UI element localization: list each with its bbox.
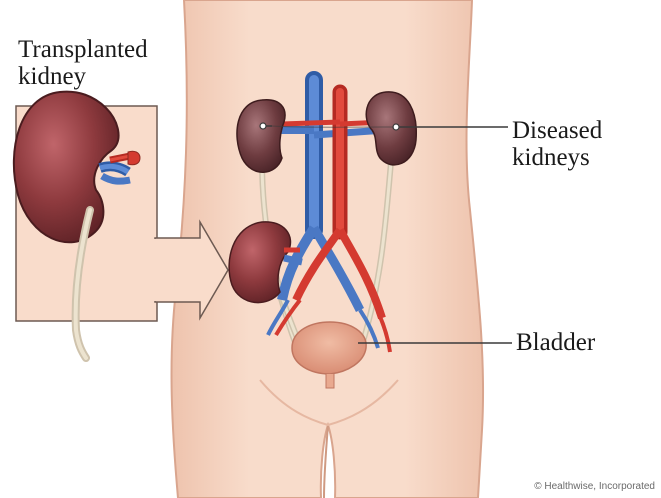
label-diseased-kidneys: Diseased kidneys: [512, 117, 602, 171]
label-bladder: Bladder: [516, 329, 595, 356]
label-transplanted-line2: kidney: [18, 63, 148, 90]
copyright-credit: © Healthwise, Incorporated: [534, 481, 655, 492]
diseased-kidney-right-of-viewer: [237, 100, 285, 173]
label-diseased-line1: Diseased: [512, 117, 602, 144]
label-transplanted-line1: Transplanted: [18, 36, 148, 63]
label-diseased-line2: kidneys: [512, 144, 602, 171]
label-transplanted-kidney: Transplanted kidney: [18, 36, 148, 90]
